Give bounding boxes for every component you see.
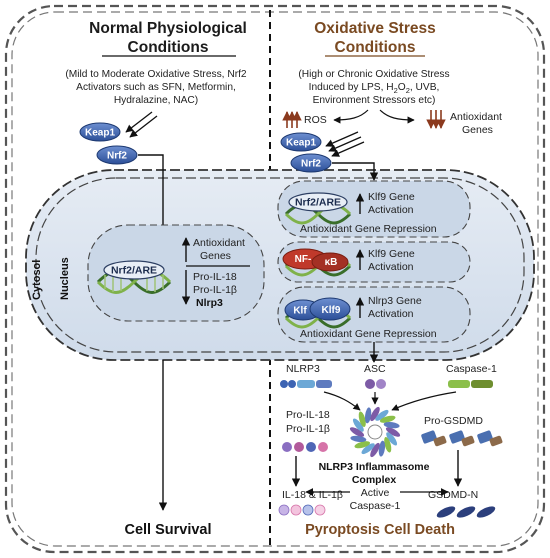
right-nrf2-are: Nrf2/ARE	[288, 192, 348, 212]
nucleus-label: Nucleus	[59, 257, 71, 300]
svg-text:κB: κB	[325, 257, 338, 268]
left-activator-arrow-1	[125, 111, 153, 133]
cell-survival-label: Cell Survival	[124, 522, 211, 538]
pro-gsdmd-label: Pro-GSDMD	[424, 415, 483, 427]
right-box2-line1: Klf9 Gene	[368, 248, 415, 260]
right-title-line2: Conditions	[335, 39, 416, 56]
right-keap1: Keap1	[280, 132, 322, 152]
active-caspase-label: Caspase-1	[350, 500, 401, 512]
right-sub-line2: Induced by LPS, H2O2, UVB,	[309, 82, 440, 95]
left-sub-line1: (Mild to Moderate Oxidative Stress, Nrf2	[65, 69, 247, 80]
right-nrf2-translocation-arrow	[332, 162, 379, 181]
right-antioxidant-line1: Antioxidant	[450, 111, 502, 123]
cytosol-label: Cytosol	[31, 260, 43, 300]
right-nrf2: Nrf2	[290, 153, 332, 173]
left-sub-line3: Hydralazine, NAC)	[114, 95, 198, 106]
right-stress-arrow-3	[331, 141, 365, 157]
inflammasome-line2: Complex	[352, 474, 397, 486]
nlrp3-assembly-arrow	[323, 391, 361, 411]
right-box3-line2: Activation	[368, 308, 414, 320]
active-label: Active	[361, 487, 390, 499]
left-title-line1: Normal Physiological	[89, 20, 247, 37]
left-nrf2-are: Nrf2/ARE	[103, 260, 165, 280]
left-sub-line2: Activators such as SFN, Metformin,	[76, 82, 236, 93]
klf9-complex: Klf Klf9	[284, 297, 351, 321]
mature-il-label: IL-18 & IL-1β	[282, 489, 343, 501]
left-pro-il18: Pro-IL-18	[193, 271, 237, 283]
left-nuclear-box	[87, 224, 265, 322]
svg-text:Nrf2: Nrf2	[301, 159, 321, 170]
right-sub-line1: (High or Chronic Oxidative Stress	[298, 69, 449, 80]
antioxidant-down-arrows	[426, 110, 446, 129]
right-box3-line1: Nlrp3 Gene	[368, 295, 422, 307]
left-keap1: Keap1	[79, 122, 121, 142]
left-nlrp3: Nlrp3	[196, 297, 223, 309]
svg-text:Keap1: Keap1	[85, 128, 115, 139]
asc-protein	[365, 379, 386, 389]
cell-membrane	[4, 4, 546, 554]
nlrp3-protein	[280, 380, 332, 388]
right-antioxidant-line2: Genes	[462, 124, 493, 136]
right-title-line1: Oxidative Stress	[314, 20, 435, 37]
right-pro-il18: Pro-IL-18	[286, 409, 330, 421]
pro-il-beads	[282, 442, 328, 452]
inflammasome-complex-icon	[349, 406, 401, 458]
left-nrf2-translocation-arrow	[138, 154, 168, 241]
svg-text:Keap1: Keap1	[286, 138, 316, 149]
inflammasome-line1: NLRP3 Inflammasome	[319, 461, 430, 473]
gsdmd-n-label: GSDMD-N	[428, 489, 478, 501]
svg-text:Nrf2/ARE: Nrf2/ARE	[111, 265, 157, 277]
svg-text:NF-: NF-	[295, 254, 312, 265]
svg-text:Nrf2: Nrf2	[107, 151, 127, 162]
svg-text:Klf: Klf	[293, 306, 307, 317]
right-box1-line2: Activation	[368, 204, 414, 216]
left-antioxidant-line1: Antioxidant	[193, 237, 245, 249]
stress-to-ros-arrow	[333, 109, 369, 124]
left-activator-arrow-2	[129, 115, 158, 138]
ros-up-arrows	[282, 111, 302, 128]
pyroptosis-label: Pyroptosis Cell Death	[305, 522, 455, 538]
caspase1-label: Caspase-1	[446, 363, 497, 375]
right-stress-arrow-2	[328, 136, 362, 152]
gsdmd-n-icons	[436, 506, 496, 518]
left-title-line2: Conditions	[128, 39, 209, 56]
left-nrf2: Nrf2	[96, 145, 138, 165]
mature-il-beads	[278, 504, 326, 516]
caspase1-protein	[448, 380, 493, 388]
right-stress-arrow-1	[325, 131, 359, 147]
caspase-assembly-arrow	[391, 391, 457, 411]
svg-text:Klf9: Klf9	[322, 305, 341, 316]
right-sub-line3: Environment Stressors etc)	[313, 95, 436, 106]
nfkb-complex: NF- κB	[282, 248, 349, 272]
pro-gsdmd-icons	[421, 430, 503, 447]
right-box1-line1: Klf9 Gene	[368, 191, 415, 203]
left-pro-il1b: Pro-IL-1β	[193, 284, 237, 296]
nlrp3-label: NLRP3	[286, 363, 320, 375]
stress-to-genes-arrow	[379, 109, 415, 124]
right-box2-line2: Activation	[368, 261, 414, 273]
right-box3-bottom: Antioxidant Gene Repression	[300, 328, 437, 340]
right-box1-bottom: Antioxidant Gene Repression	[300, 223, 437, 235]
right-pro-il1b: Pro-IL-1β	[286, 423, 330, 435]
asc-label: ASC	[364, 363, 386, 375]
svg-text:Nrf2/ARE: Nrf2/ARE	[295, 197, 341, 209]
left-antioxidant-line2: Genes	[200, 250, 231, 262]
ros-label: ROS	[304, 114, 327, 126]
